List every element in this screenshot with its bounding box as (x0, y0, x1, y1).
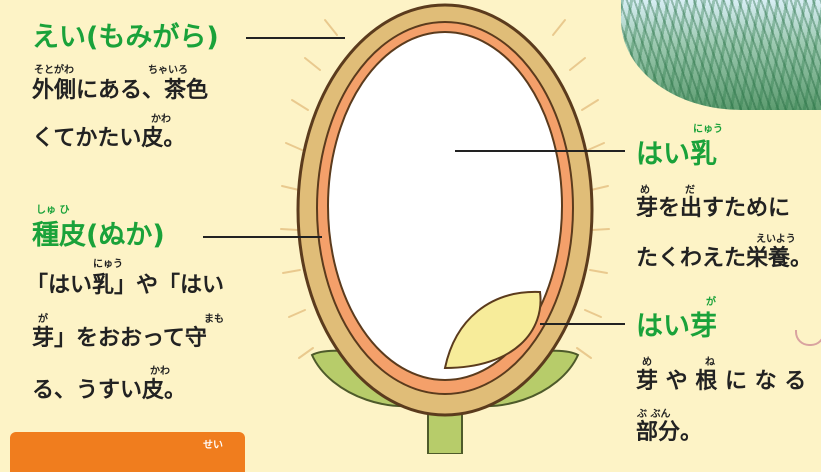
husk-title: えい(もみがら) (32, 22, 219, 53)
husk-ruby-kawa: かわ (151, 114, 171, 125)
husk-ruby-chairo: ちゃいろ (148, 65, 188, 76)
embryo-desc-line2: 部分。 (636, 420, 703, 445)
seed-coat-ruby-shuhi: しゅ ひ (36, 205, 70, 216)
seed-coat-desc-line3: る、うすい皮。 (32, 378, 187, 403)
seed-coat-title: 種皮(ぬか) (32, 220, 165, 251)
rice-grain-illustration (203, 3, 625, 454)
seed-coat-ruby-mamo: まも (204, 314, 224, 325)
bottom-orange-tab: せい (10, 432, 245, 472)
endosperm-ruby-eiyou: えいよう (756, 234, 796, 245)
embryo-desc-line1: 芽 や 根 に な る (636, 369, 807, 394)
husk-desc-line1: 外側にある、茶色 (32, 78, 209, 103)
embryo (443, 290, 542, 370)
seed-coat-ruby-kawa: かわ (150, 366, 170, 377)
endosperm-desc-line1: 芽を出すために (636, 196, 791, 221)
embryo-title: はい芽 (636, 311, 717, 342)
seed-coat-ruby-nyuu: にゅう (93, 259, 123, 270)
husk-bristles (280, 19, 610, 359)
endosperm-desc-line2: たくわえた栄養。 (636, 246, 813, 271)
husk-desc-line2: くてかたい皮。 (32, 126, 186, 151)
seed-coat-desc-line2: 芽」をおおって守 (32, 326, 207, 351)
endosperm-title: はい乳 (636, 139, 717, 170)
decorative-curl (795, 330, 821, 346)
husk-ruby-sotogawa: そとがわ (34, 65, 74, 76)
embryo-ruby-ga: が (706, 297, 716, 308)
embryo-ruby-me: め (642, 357, 652, 368)
rice-grain-diagram: えい(もみがら) そとがわ ちゃいろ 外側にある、茶色 かわ くてかたい皮。 し… (10, 0, 821, 472)
seed-coat-desc-line1: 「はい乳」や「はい (26, 273, 225, 298)
endosperm (327, 31, 563, 381)
seed-coat-ruby-ga: が (38, 314, 48, 325)
endosperm-ruby-me: め (640, 185, 650, 196)
endosperm-ruby-nyuu: にゅう (693, 124, 723, 135)
bottom-tab-ruby: せい (203, 440, 223, 451)
embryo-ruby-ne: ね (705, 357, 715, 368)
embryo-ruby-bubun: ぶ ぶん (637, 409, 671, 420)
endosperm-ruby-da: だ (685, 185, 695, 196)
